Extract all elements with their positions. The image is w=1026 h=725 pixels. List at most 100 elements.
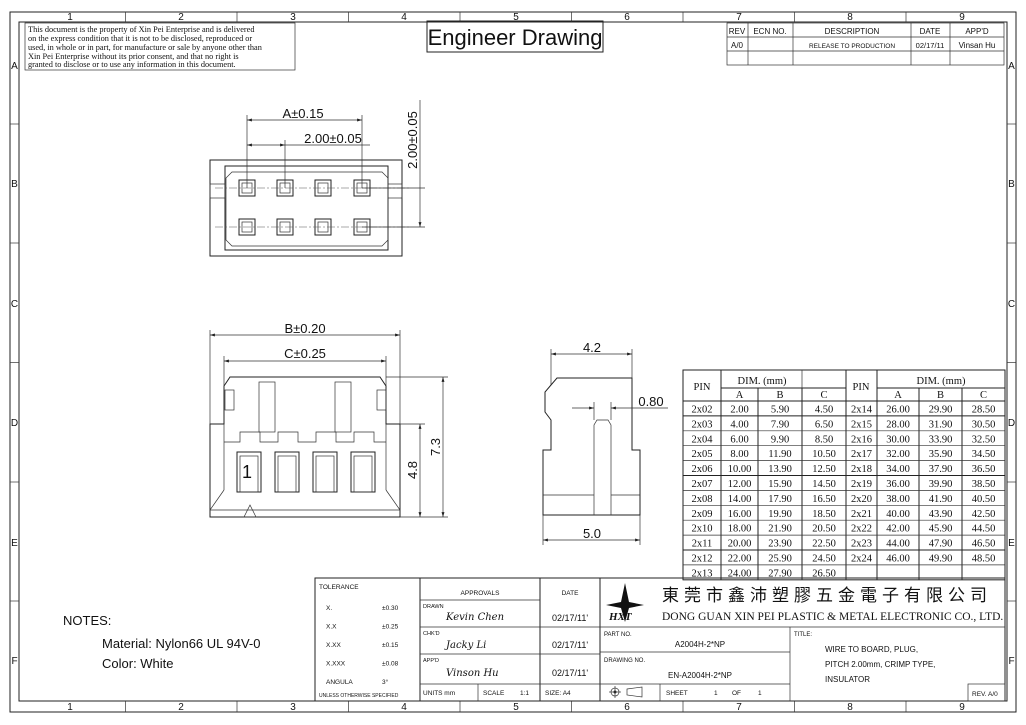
chkd-date: 02/17/11' (552, 640, 588, 650)
pin-count-cell: 2x20 (851, 494, 872, 505)
appd-label: APP'D (423, 658, 439, 664)
dim-cell: 22.00 (728, 554, 752, 565)
pin-count-cell: 2x24 (851, 554, 873, 565)
dim-cell: 25.90 (768, 554, 792, 565)
dim-cell: 28.50 (972, 405, 996, 416)
dim-cell: 9.90 (771, 434, 789, 445)
column-marker: 6 (624, 702, 630, 713)
pin-count-cell: 2x23 (851, 539, 872, 550)
dim-cell: 27.90 (768, 568, 792, 579)
pin-count-cell: 2x11 (692, 539, 713, 550)
date-value: 02/17/11 (916, 41, 945, 50)
dim-cell: 30.00 (886, 434, 910, 445)
dim-cell: 41.90 (929, 494, 953, 505)
dim-cell: 6.00 (730, 434, 748, 445)
column-marker: 4 (401, 702, 407, 713)
terminal-slot (350, 451, 376, 493)
description-value: RELEASE TO PRODUCTION (809, 43, 895, 50)
scale-label: SCALE (483, 690, 505, 697)
part-no-value: A2004H-2*NP (675, 640, 725, 649)
dim-cell: 30.50 (972, 419, 996, 430)
column-marker: 1 (67, 702, 73, 713)
column-marker: 3 (290, 702, 296, 713)
dim-a-label: A±0.15 (282, 106, 323, 121)
col-header: B (776, 390, 783, 401)
dim-cell: 10.50 (812, 449, 836, 460)
dim-cell: 34.50 (972, 449, 996, 460)
pin-count-cell: 2x18 (851, 464, 872, 475)
revision-table: REV ECN NO. DESCRIPTION DATE APP'D A/0 R… (726, 22, 1005, 66)
drawn-date: 02/17/11' (552, 613, 588, 623)
units-label: UNITS mm (423, 690, 455, 697)
drawn-by-signature: Kevin Chen (445, 612, 504, 623)
dim-cell: 48.50 (972, 554, 996, 565)
dim-cell: 38.00 (886, 494, 910, 505)
sheet-number: 1 (714, 690, 718, 697)
column-marker: 6 (624, 12, 630, 23)
pin-count-cell: 2x06 (692, 464, 713, 475)
logo-text: HXT (608, 611, 633, 623)
dim-side-top-label: 4.2 (583, 340, 601, 355)
size-label: SIZE: A4 (545, 690, 571, 697)
dim-cell: 6.50 (815, 419, 833, 430)
dim-cell: 31.90 (929, 419, 953, 430)
dim-height-7-3-label: 7.3 (428, 438, 443, 456)
pin-count-cell: 2x17 (851, 449, 872, 460)
notice-line: used, in whole or in part, for manufactu… (28, 43, 263, 52)
row-marker: C (1008, 299, 1015, 310)
dim-cell: 44.00 (886, 539, 910, 550)
notice-line: on the express condition that it is not … (28, 34, 252, 43)
dim-cell: 8.50 (815, 434, 833, 445)
col-header: B (937, 390, 944, 401)
pin-count-cell: 2x12 (692, 554, 713, 565)
dim-pitch-label: 2.00±0.05 (304, 131, 362, 146)
dim-cell: 22.50 (812, 539, 836, 550)
dim-cell: 4.00 (730, 419, 748, 430)
dim-cell: 39.90 (929, 479, 953, 490)
sheet-total: 1 (758, 690, 762, 697)
dim-cell: 12.50 (812, 464, 836, 475)
drawn-label: DRAWN (423, 604, 444, 610)
column-marker: 3 (290, 12, 296, 23)
dim-cell: 36.50 (972, 464, 996, 475)
dim-height-4-8-label: 4.8 (405, 461, 420, 479)
dim-b-label: B±0.20 (284, 321, 325, 336)
dim-cell: 26.00 (886, 405, 910, 416)
dim-header: DIM. (mm) (738, 376, 787, 387)
sheet-of-label: OF (732, 690, 741, 697)
tolerance-format: X. (326, 605, 332, 612)
title-block: TOLERANCE X.±0.30X.X±0.25X.XX±0.15X.XXX±… (314, 577, 1006, 702)
rev-header: REV (729, 27, 746, 36)
dim-cell: 23.90 (768, 539, 792, 550)
dim-cell: 2.00 (730, 405, 748, 416)
pin-1-marker: 1 (242, 462, 252, 482)
dim-row-pitch-label: 2.00±0.05 (405, 111, 420, 169)
row-marker: F (1008, 656, 1014, 667)
dim-cell: 35.90 (929, 449, 953, 460)
tolerance-format: X.X (326, 624, 337, 631)
column-marker: 8 (847, 702, 853, 713)
notes-heading: NOTES: (63, 613, 111, 628)
dim-cell: 49.90 (929, 554, 953, 565)
title-box (426, 20, 604, 53)
tolerance-value: ±0.30 (382, 605, 399, 612)
pin-count-cell: 2x15 (851, 419, 872, 430)
row-marker: B (1008, 179, 1015, 190)
column-marker: 5 (513, 702, 519, 713)
dim-cell: 29.90 (929, 405, 953, 416)
part-no-label: PART NO. (604, 632, 632, 638)
dim-cell: 37.90 (929, 464, 953, 475)
column-marker: 7 (736, 12, 742, 23)
dim-cell: 13.90 (768, 464, 792, 475)
rev-value: A/0 (731, 41, 744, 50)
row-marker: B (11, 179, 18, 190)
dim-cell: 8.00 (730, 449, 748, 460)
dim-cell: 26.50 (812, 568, 836, 579)
chkd-by-signature: Jacky Li (444, 640, 486, 651)
dim-cell: 14.50 (812, 479, 836, 490)
column-marker: 9 (959, 702, 965, 713)
dim-cell: 44.50 (972, 524, 996, 535)
